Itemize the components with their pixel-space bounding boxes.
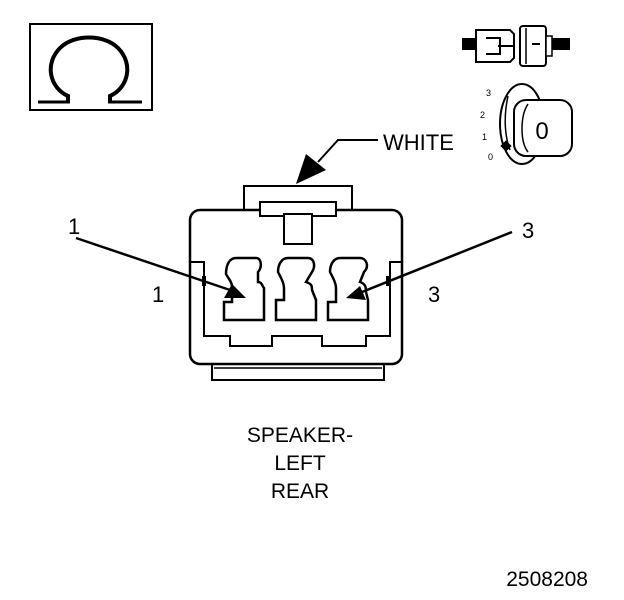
pin-3-callout-label: 3 [522, 218, 534, 243]
caption-line-2: LEFT [274, 452, 326, 475]
figure-id: 2508208 [506, 568, 588, 591]
ohm-icon [48, 35, 130, 102]
ignition-key-icon [513, 99, 573, 157]
key-position-3: 3 [486, 88, 491, 98]
key-position-2: 2 [480, 110, 485, 120]
cavity-1 [222, 256, 266, 322]
pin-1-callout: 1 [68, 214, 246, 298]
key-label: 0 [535, 118, 548, 145]
pin-3-side-label: 3 [428, 282, 440, 307]
caption-line-1: SPEAKER- [247, 424, 353, 447]
pin-3-callout: 3 [346, 218, 534, 300]
key-position-1: 1 [482, 132, 487, 142]
pin-1-callout-label: 1 [68, 214, 80, 239]
connector-color-label: WHITE [383, 130, 454, 155]
caption-line-3: REAR [271, 480, 329, 503]
ignition-switch-icon: 0 3 2 1 0 [480, 83, 573, 165]
key-position-0: 0 [488, 152, 493, 162]
terminal-cavities [222, 256, 370, 322]
color-callout: WHITE [296, 130, 454, 184]
cavity-2 [274, 256, 318, 322]
pin-1-side-label: 1 [152, 282, 164, 307]
cavity-3 [326, 256, 370, 322]
ohm-symbol-box [29, 23, 153, 111]
disconnected-connector-icon [462, 25, 570, 67]
